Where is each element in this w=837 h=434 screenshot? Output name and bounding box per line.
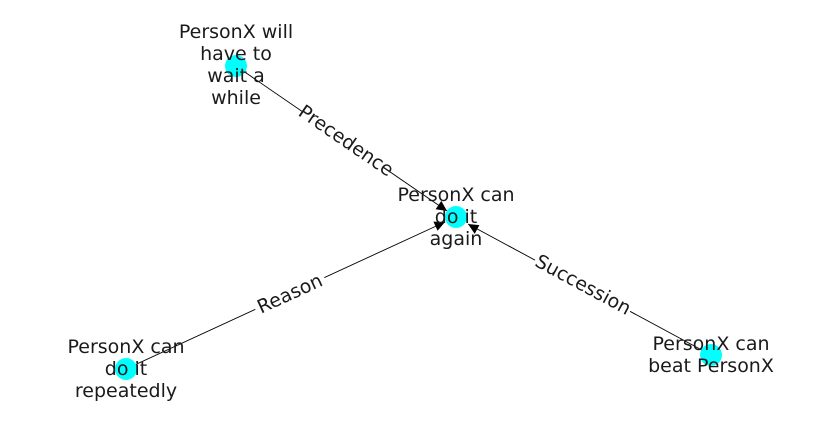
edge-label-reason: Reason <box>250 267 330 321</box>
node-wait-label: PersonX will have to wait a while <box>179 21 293 109</box>
node-beat-line-2: beat PersonX <box>648 355 774 377</box>
node-center-dot <box>445 206 467 228</box>
node-center-line-3: again <box>430 228 483 250</box>
node-repeat-label: PersonX can do it repeatedly <box>67 336 184 402</box>
node-center-line-1: PersonX can <box>397 184 514 206</box>
node-center-label: PersonX can do it again <box>397 184 514 250</box>
node-repeat-line-1: PersonX can <box>67 336 184 358</box>
edge-label-precedence-text: Precedence <box>294 101 397 182</box>
edge-reason-arrowhead <box>433 221 445 231</box>
edge-label-reason-text: Reason <box>254 270 326 319</box>
edge-label-precedence-bg <box>295 101 397 181</box>
edge-label-reason-bg <box>250 267 330 321</box>
node-wait-dot <box>225 55 247 77</box>
node-beat-dot <box>700 344 722 366</box>
node-repeat-line-2: do it <box>105 358 147 380</box>
node-wait-line-2: have to <box>200 43 272 65</box>
node-repeat-line-3: repeatedly <box>75 380 177 402</box>
edge-precedence-arrowhead <box>435 200 447 211</box>
node-center-line-2: do it <box>435 206 477 228</box>
edge-label-succession: Succession <box>529 248 637 322</box>
edge-succession-arrowhead <box>468 224 480 234</box>
node-beat-label: PersonX can beat PersonX <box>648 333 774 377</box>
edge-label-precedence: Precedence <box>294 101 397 182</box>
node-wait-line-4: while <box>211 87 261 109</box>
edge-label-succession-bg <box>529 248 637 322</box>
node-repeat-dot <box>115 358 137 380</box>
edge-label-succession-text: Succession <box>531 250 634 319</box>
node-wait-line-1: PersonX will <box>179 21 293 43</box>
node-wait-line-3: wait a <box>207 65 265 87</box>
node-beat-line-1: PersonX can <box>652 333 769 355</box>
